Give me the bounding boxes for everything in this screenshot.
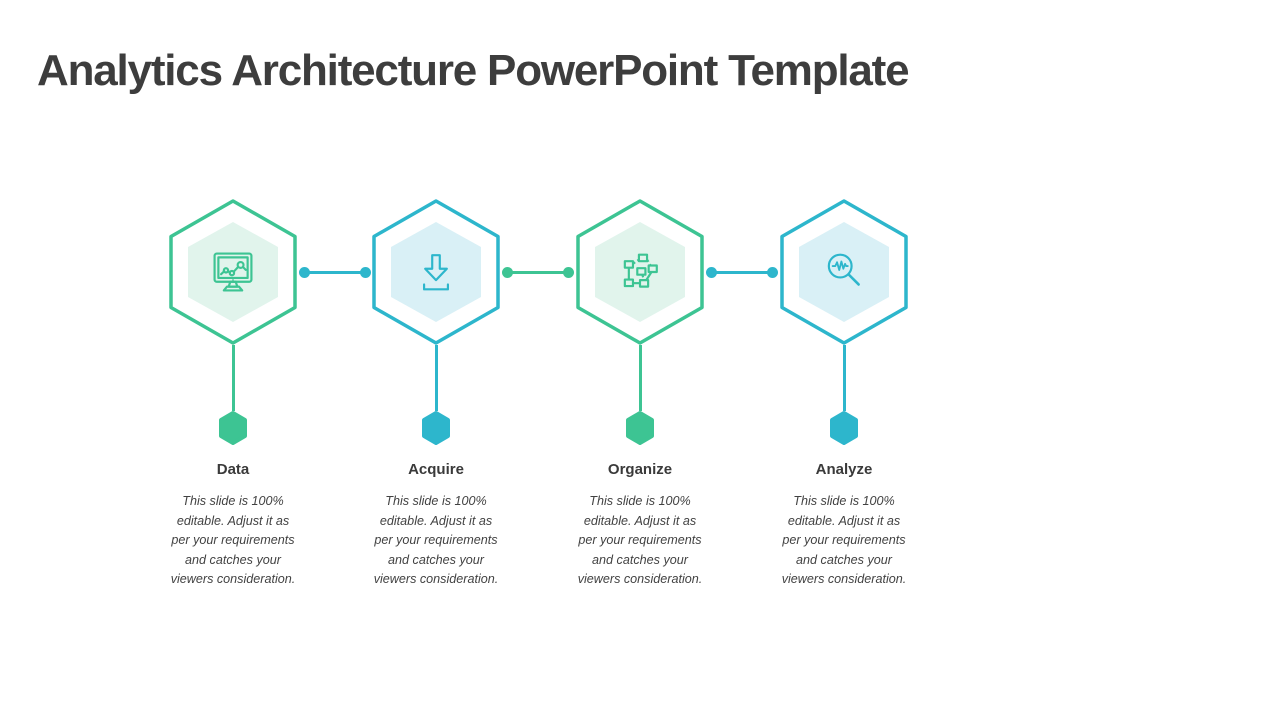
connector-dot: [360, 266, 371, 278]
connector-data-acquire: [299, 266, 371, 278]
connector-stem: [842, 345, 846, 411]
step-analyze: Analyze This slide is 100% editable. Adj…: [744, 199, 944, 599]
page-title: Analytics Architecture PowerPoint Templa…: [37, 46, 910, 95]
hexagon-outline: [576, 199, 704, 345]
step-acquire: Acquire This slide is 100% editable. Adj…: [336, 199, 536, 599]
step-title: Organize: [607, 461, 673, 478]
hexagon-outline: [372, 199, 500, 345]
small-hexagon: [626, 411, 654, 445]
connector-stem: [638, 345, 642, 411]
connector-dot: [563, 266, 574, 278]
step-data: Data This slide is 100% editable. Adjust…: [133, 199, 333, 599]
step-organize: Organize This slide is 100% editable. Ad…: [540, 199, 740, 599]
connector-line: [507, 270, 569, 274]
step-description: This slide is 100% editable. Adjust it a…: [170, 494, 296, 586]
hexagon-fill: [799, 222, 889, 322]
step-description: This slide is 100% editable. Adjust it a…: [373, 494, 499, 586]
hexagon-fill: [391, 222, 481, 322]
connector-stem: [434, 345, 438, 411]
connector-line: [304, 270, 366, 274]
small-hexagon: [830, 411, 858, 445]
step-title: Data: [216, 461, 250, 478]
small-hexagon: [219, 411, 247, 445]
magnifier-waveform-icon: [827, 253, 860, 286]
step-description: This slide is 100% editable. Adjust it a…: [577, 494, 703, 586]
small-hexagon: [422, 411, 450, 445]
step-description: This slide is 100% editable. Adjust it a…: [781, 494, 907, 586]
connector-line: [711, 270, 773, 274]
hexagon-fill: [595, 222, 685, 322]
connector-dot: [767, 266, 778, 278]
monitor-chart-icon: [213, 252, 253, 292]
download-icon: [423, 254, 449, 291]
connector-stem: [231, 345, 235, 411]
step-title: Analyze: [815, 461, 873, 478]
flowchart-icon: [623, 253, 658, 288]
hexagon-outline: [169, 199, 297, 345]
connector-acquire-organize: [502, 266, 574, 278]
step-title: Acquire: [408, 461, 464, 478]
connector-organize-analyze: [706, 266, 778, 278]
hexagon-outline: [780, 199, 908, 345]
